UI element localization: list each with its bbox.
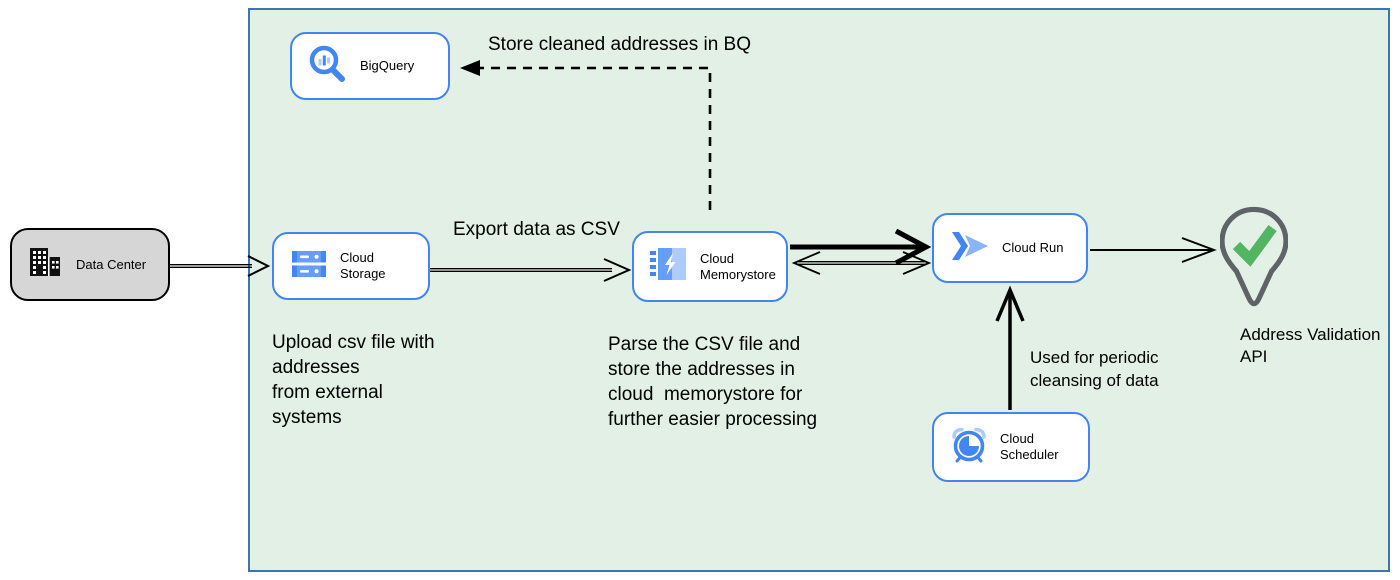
location-pin-icon bbox=[1219, 206, 1289, 307]
node-cloud-storage[interactable]: Cloud Storage bbox=[272, 232, 430, 300]
edge-label-store-cleaned: Store cleaned addresses in BQ bbox=[488, 34, 751, 55]
node-data-center[interactable]: Data Center bbox=[10, 228, 170, 301]
node-bigquery[interactable]: BigQuery bbox=[290, 32, 450, 100]
building-icon bbox=[28, 247, 62, 282]
node-label-data-center: Data Center bbox=[76, 257, 147, 272]
node-label-cloud-memorystore: Cloud Memorystore bbox=[700, 250, 776, 282]
node-cloud-memorystore[interactable]: Cloud Memorystore bbox=[632, 231, 788, 302]
api-label: Address Validation API bbox=[1240, 325, 1381, 366]
node-cloud-run[interactable]: Cloud Run bbox=[932, 213, 1088, 283]
cloud-scheduler-icon bbox=[950, 427, 988, 468]
edge-label-export-csv: Export data as CSV bbox=[453, 219, 620, 240]
note-upload-csv: Upload csv file with addresses from exte… bbox=[272, 332, 435, 428]
bigquery-icon bbox=[308, 44, 348, 89]
checkmark-icon bbox=[1232, 224, 1277, 267]
memorystore-icon bbox=[650, 247, 688, 286]
cloud-run-icon bbox=[950, 230, 990, 267]
node-label-cloud-scheduler: Cloud Scheduler bbox=[1000, 431, 1059, 462]
node-cloud-scheduler[interactable]: Cloud Scheduler bbox=[932, 412, 1090, 482]
node-label-bigquery: BigQuery bbox=[360, 58, 415, 73]
gcp-zone-container bbox=[248, 8, 1390, 572]
node-label-cloud-run: Cloud Run bbox=[1002, 240, 1064, 255]
edge-label-periodic-cleansing: Used for periodic cleansing of data bbox=[1030, 348, 1159, 390]
address-validation-pin[interactable] bbox=[1219, 206, 1289, 323]
note-parse-csv: Parse the CSV file and store the address… bbox=[608, 334, 818, 430]
cloud-storage-icon bbox=[290, 249, 328, 284]
node-label-cloud-storage: Cloud Storage bbox=[340, 250, 386, 281]
